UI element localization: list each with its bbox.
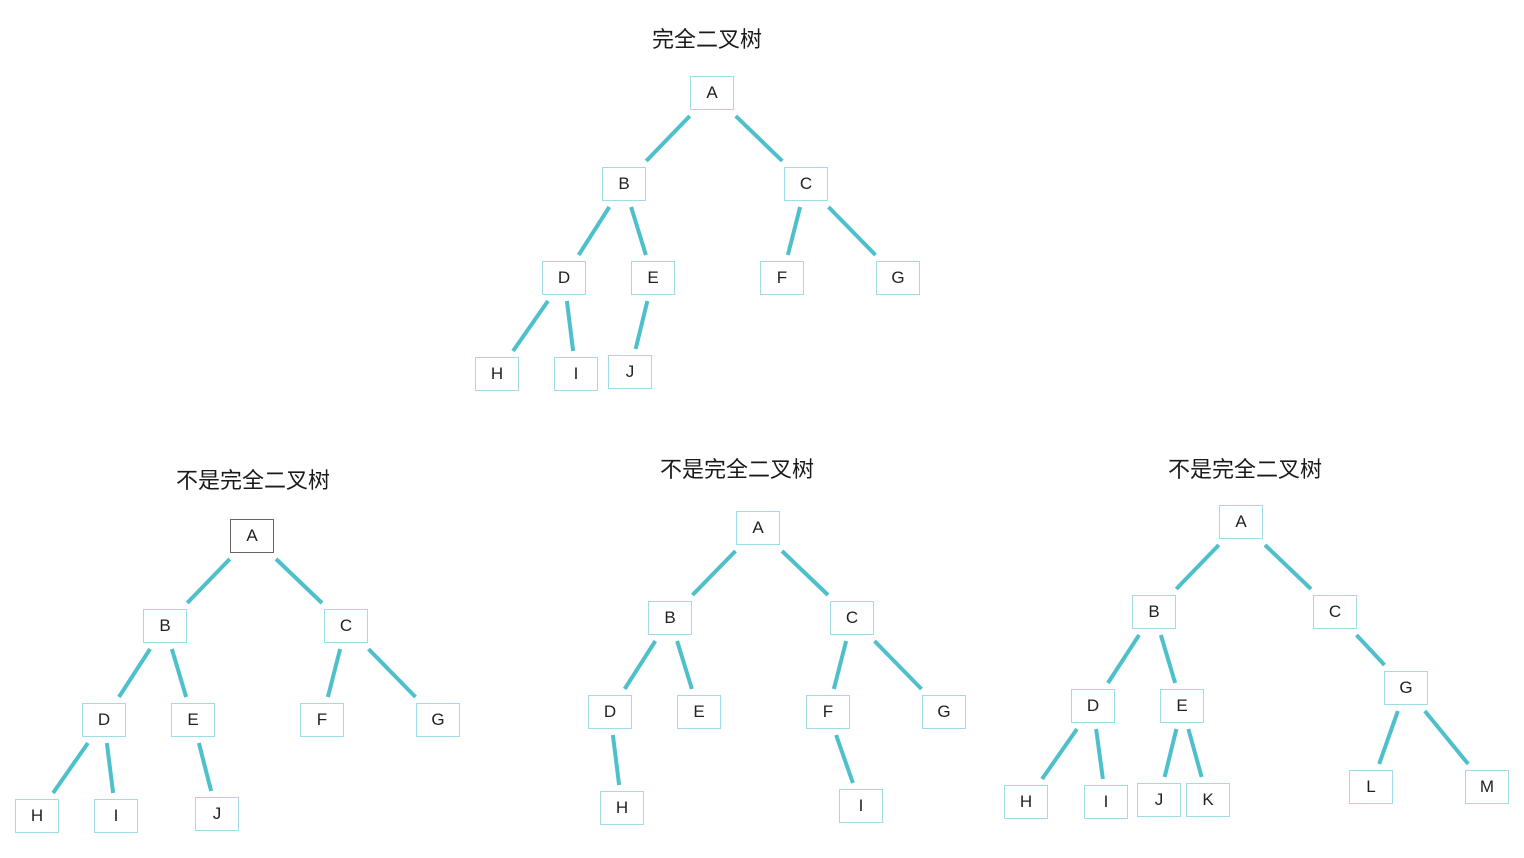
tree-3-node-I: I: [1084, 785, 1128, 819]
tree-1-node-H: H: [15, 799, 59, 833]
tree-0-edge-A-B: [644, 114, 692, 163]
tree-1-edge-D-I: [104, 742, 116, 794]
tree-0-node-E: E: [631, 261, 675, 295]
tree-2-edge-B-D: [622, 639, 658, 691]
tree-3-node-B: B: [1132, 595, 1176, 629]
tree-3-edge-E-K: [1186, 728, 1204, 778]
tree-3-node-M: M: [1465, 770, 1509, 804]
tree-1-node-E: E: [171, 703, 215, 737]
tree-0-edge-E-J: [633, 300, 650, 350]
tree-2-node-I: I: [839, 789, 883, 823]
tree-1-edge-C-G: [367, 647, 417, 699]
tree-title-not-complete-3: 不是完全二叉树: [1168, 458, 1323, 483]
tree-3-edge-A-C: [1263, 543, 1313, 591]
tree-1-node-B: B: [143, 609, 187, 643]
tree-3-edge-C-G: [1355, 633, 1386, 667]
tree-1-node-A: A: [230, 519, 274, 553]
tree-1-edge-A-C: [274, 557, 324, 605]
tree-1-edge-A-B: [185, 557, 232, 605]
tree-0-edge-C-F: [785, 206, 803, 256]
tree-0-edge-A-C: [734, 114, 784, 163]
tree-3-edge-B-E: [1158, 634, 1178, 684]
tree-2-node-B: B: [648, 601, 692, 635]
tree-1-edge-C-F: [325, 648, 343, 698]
tree-1-edge-B-D: [117, 647, 152, 699]
tree-1-node-F: F: [300, 703, 344, 737]
tree-3-node-L: L: [1349, 770, 1393, 804]
tree-0-edge-D-I: [564, 300, 576, 352]
tree-3-edge-E-J: [1162, 728, 1179, 778]
tree-0-edge-C-G: [827, 205, 877, 257]
tree-3-edge-G-L: [1377, 710, 1400, 765]
tree-1-edge-E-J: [196, 742, 214, 792]
tree-1-node-G: G: [416, 703, 460, 737]
tree-2-node-E: E: [677, 695, 721, 729]
tree-1-edge-B-E: [169, 648, 189, 698]
tree-1-node-I: I: [94, 799, 138, 833]
tree-0-node-I: I: [554, 357, 598, 391]
tree-3-node-A: A: [1219, 505, 1263, 539]
tree-0-node-A: A: [690, 76, 734, 110]
tree-1-node-J: J: [195, 797, 239, 831]
tree-3-node-K: K: [1186, 783, 1230, 817]
tree-title-not-complete-1: 不是完全二叉树: [176, 469, 331, 494]
tree-0-node-B: B: [602, 167, 646, 201]
tree-0-node-D: D: [542, 261, 586, 295]
tree-3-node-G: G: [1384, 671, 1428, 705]
tree-3-edge-G-M: [1423, 709, 1470, 766]
tree-3-edge-D-I: [1094, 728, 1105, 780]
tree-3-edge-B-D: [1106, 633, 1141, 685]
tree-3-node-C: C: [1313, 595, 1357, 629]
tree-3-node-J: J: [1137, 783, 1181, 817]
tree-2-edge-C-G: [873, 639, 923, 691]
tree-3-node-D: D: [1071, 689, 1115, 723]
tree-2-edge-F-I: [834, 734, 855, 784]
tree-0-edge-D-H: [511, 299, 550, 353]
tree-3-node-H: H: [1004, 785, 1048, 819]
tree-0-node-J: J: [608, 355, 652, 389]
tree-0-node-G: G: [876, 261, 920, 295]
tree-1-edge-D-H: [51, 741, 90, 795]
tree-title-complete: 完全二叉树: [652, 28, 763, 53]
tree-0-node-C: C: [784, 167, 828, 201]
tree-2-edge-C-F: [831, 640, 849, 690]
tree-2-node-G: G: [922, 695, 966, 729]
tree-2-node-H: H: [600, 791, 644, 825]
tree-2-edge-A-B: [691, 549, 737, 597]
tree-2-edge-B-E: [675, 640, 694, 690]
tree-1-node-D: D: [82, 703, 126, 737]
tree-2-node-D: D: [588, 695, 632, 729]
tree-3-edge-A-B: [1174, 543, 1221, 591]
tree-2-edge-D-H: [610, 734, 622, 786]
tree-0-edge-B-D: [576, 205, 612, 257]
tree-2-node-F: F: [806, 695, 850, 729]
tree-0-node-H: H: [475, 357, 519, 391]
tree-1-node-C: C: [324, 609, 368, 643]
tree-0-edge-B-E: [629, 206, 648, 256]
tree-2-edge-A-C: [780, 549, 830, 597]
tree-2-node-C: C: [830, 601, 874, 635]
tree-title-not-complete-2: 不是完全二叉树: [660, 458, 815, 483]
tree-0-node-F: F: [760, 261, 804, 295]
tree-2-node-A: A: [736, 511, 780, 545]
tree-3-node-E: E: [1160, 689, 1204, 723]
tree-3-edge-D-H: [1040, 727, 1079, 781]
